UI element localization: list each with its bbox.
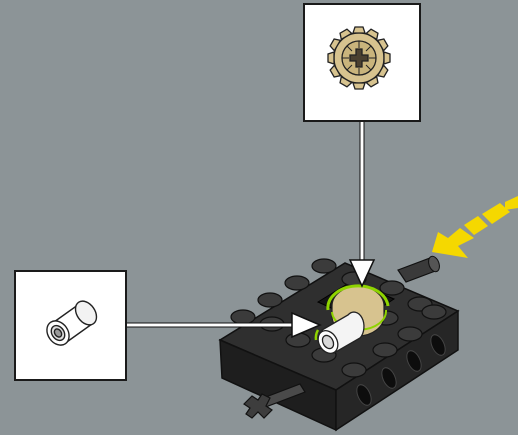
axle-rear — [398, 255, 441, 282]
axle-direction-arrow — [432, 196, 518, 258]
arrow-gear — [350, 122, 374, 286]
